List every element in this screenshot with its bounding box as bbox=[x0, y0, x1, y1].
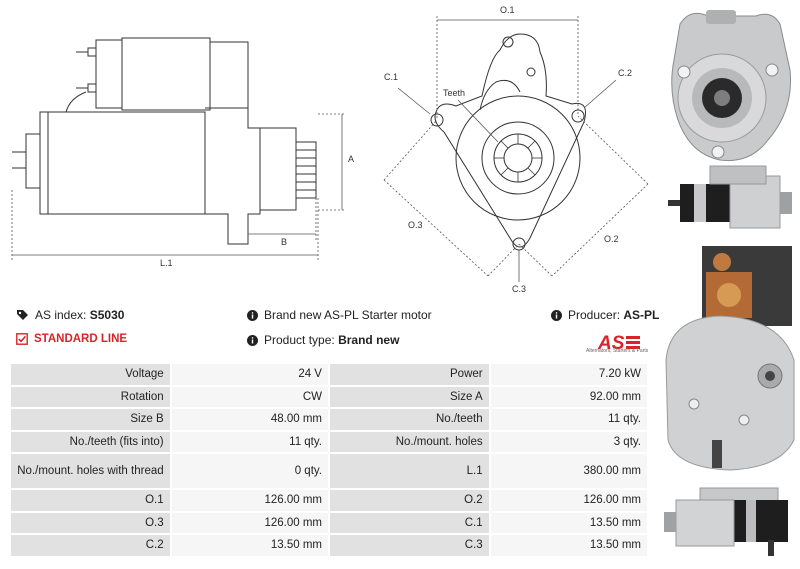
dim-c3-label: C.3 bbox=[512, 284, 526, 294]
info-icon bbox=[551, 309, 562, 321]
spec-value: 126.00 mm bbox=[171, 490, 328, 511]
spec-label: No./teeth bbox=[329, 409, 489, 430]
info-icon bbox=[247, 334, 258, 346]
tag-icon bbox=[17, 310, 28, 320]
spec-label: No./mount. holes with thread bbox=[11, 454, 170, 488]
logo-text: AS bbox=[597, 333, 625, 354]
as-pl-logo: AS bbox=[597, 333, 640, 354]
logo-subtitle: Alternators, Starters & Parts bbox=[586, 348, 649, 354]
spec-table: Voltage 24 V Power 7.20 kW Rotation CW S… bbox=[9, 362, 649, 558]
product-type-label: Product type: bbox=[264, 333, 335, 347]
dim-c2-label: C.2 bbox=[618, 68, 632, 78]
product-type-row: Product type: Brand new bbox=[247, 333, 399, 347]
producer-label: Producer: bbox=[568, 308, 621, 322]
spec-value: 126.00 mm bbox=[171, 512, 328, 533]
spec-value: 92.00 mm bbox=[490, 386, 647, 407]
side-view-dimensions bbox=[11, 113, 346, 262]
spec-label: O.2 bbox=[329, 490, 489, 511]
info-icon bbox=[247, 309, 258, 321]
front-view-dimensions bbox=[383, 16, 649, 282]
spec-label: O.3 bbox=[11, 512, 170, 533]
dim-c1-label: C.1 bbox=[384, 72, 398, 82]
spec-value: 380.00 mm bbox=[490, 454, 647, 488]
table-row: O.1 126.00 mm O.2 126.00 mm bbox=[11, 490, 647, 511]
spec-label: L.1 bbox=[329, 454, 489, 488]
product-photo-side-2 bbox=[664, 487, 788, 556]
product-photos bbox=[664, 10, 795, 556]
spec-value: 7.20 kW bbox=[490, 364, 647, 385]
spec-value: 13.50 mm bbox=[490, 535, 647, 556]
as-index-value: S5030 bbox=[89, 308, 125, 322]
table-row: C.2 13.50 mm C.3 13.50 mm bbox=[11, 535, 647, 556]
checkbox-checked-icon bbox=[16, 333, 28, 345]
spec-value: 24 V bbox=[171, 364, 328, 385]
product-photo-front bbox=[671, 10, 792, 162]
spec-value: 3 qty. bbox=[490, 431, 647, 452]
spec-label: C.2 bbox=[11, 535, 170, 556]
spec-label: O.1 bbox=[11, 490, 170, 511]
table-row: O.3 126.00 mm C.1 13.50 mm bbox=[11, 512, 647, 533]
table-row: Rotation CW Size A 92.00 mm bbox=[11, 386, 647, 407]
product-type-value: Brand new bbox=[338, 333, 400, 347]
technical-drawing: A B L.1 bbox=[11, 5, 649, 294]
side-view-drawing bbox=[12, 37, 317, 245]
spec-label: C.1 bbox=[329, 512, 489, 533]
spec-label: Size B bbox=[11, 409, 170, 430]
spec-label: No./mount. holes bbox=[329, 431, 489, 452]
dim-o1-label: O.1 bbox=[500, 5, 515, 15]
spec-value: 13.50 mm bbox=[171, 535, 328, 556]
description-text: Brand new AS-PL Starter motor bbox=[264, 308, 432, 322]
producer-row: Producer: AS-PL bbox=[551, 308, 659, 322]
table-row: Size B 48.00 mm No./teeth 11 qty. bbox=[11, 409, 647, 430]
dim-o3-label: O.3 bbox=[408, 220, 423, 230]
product-photo-angle bbox=[665, 246, 795, 471]
spec-value: 11 qty. bbox=[171, 431, 328, 452]
spec-value: 126.00 mm bbox=[490, 490, 647, 511]
table-row: Voltage 24 V Power 7.20 kW bbox=[11, 364, 647, 385]
teeth-label: Teeth bbox=[443, 88, 465, 98]
standard-line-text: STANDARD LINE bbox=[34, 333, 128, 345]
spec-value: 11 qty. bbox=[490, 409, 647, 430]
dim-o2-label: O.2 bbox=[604, 234, 619, 244]
description-row: Brand new AS-PL Starter motor bbox=[247, 308, 432, 322]
spec-label: Size A bbox=[329, 386, 489, 407]
as-index-label: AS index: bbox=[35, 308, 87, 322]
dim-a-label: A bbox=[348, 154, 354, 164]
spec-value: 48.00 mm bbox=[171, 409, 328, 430]
spec-label: Power bbox=[329, 364, 489, 385]
table-row: No./teeth (fits into) 11 qty. No./mount.… bbox=[11, 431, 647, 452]
producer-value: AS-PL bbox=[623, 308, 660, 322]
dim-l1-label: L.1 bbox=[160, 258, 173, 268]
as-index-row: AS index: S5030 bbox=[16, 308, 124, 322]
front-view-drawing bbox=[430, 33, 586, 251]
spec-label: No./teeth (fits into) bbox=[11, 431, 170, 452]
spec-value: 0 qty. bbox=[171, 454, 328, 488]
dim-b-label: B bbox=[281, 237, 287, 247]
product-photo-side bbox=[668, 165, 792, 229]
spec-label: C.3 bbox=[329, 535, 489, 556]
spec-value: CW bbox=[171, 386, 328, 407]
table-row: No./mount. holes with thread 0 qty. L.1 … bbox=[11, 454, 647, 488]
spec-label: Voltage bbox=[11, 364, 170, 385]
spec-label: Rotation bbox=[11, 386, 170, 407]
spec-value: 13.50 mm bbox=[490, 512, 647, 533]
standard-line-row: STANDARD LINE bbox=[16, 333, 127, 345]
